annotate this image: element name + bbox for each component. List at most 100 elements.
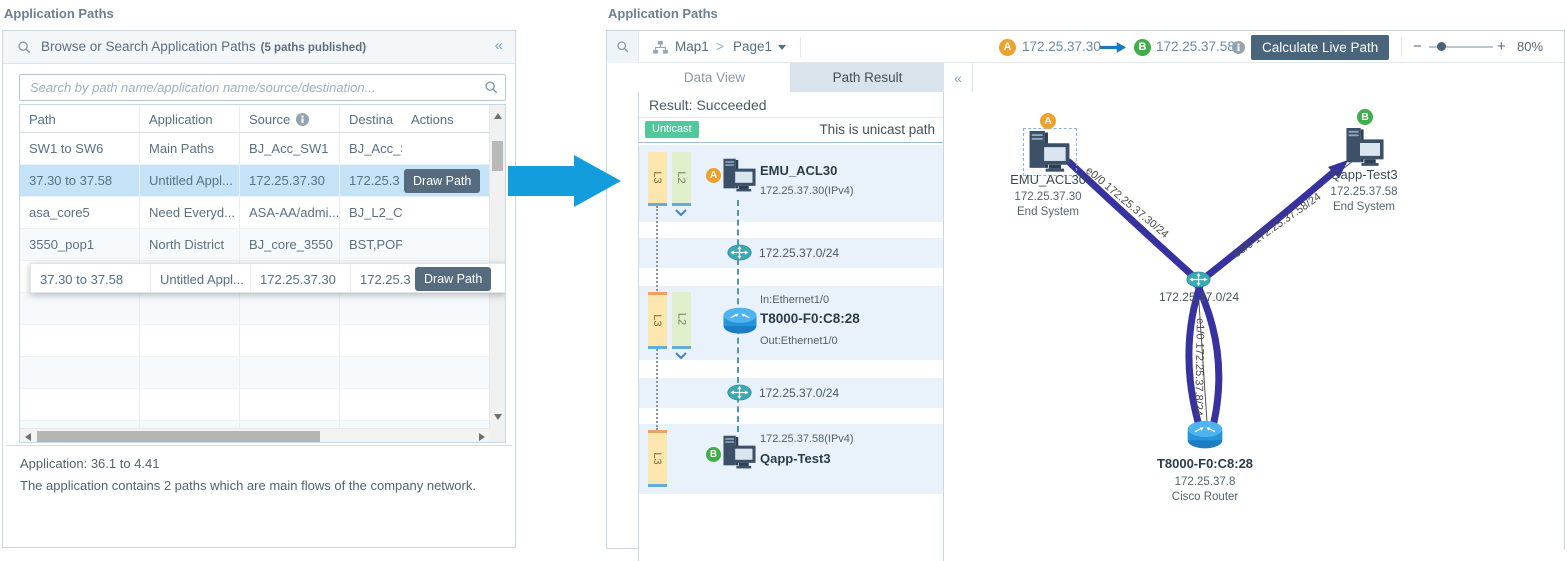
paths-table: Path Application Source Destina Actions … xyxy=(19,104,506,443)
hop-router[interactable]: L3 L2 In:Ethernet1/0 T8000-F0:C8:28 Out:… xyxy=(639,286,943,360)
layer-l3-badge[interactable]: L3 xyxy=(648,430,667,487)
layer-l2-badge[interactable]: L2 xyxy=(672,152,691,206)
table-row-selected[interactable]: 37.30 to 37.58 Untitled Appl... 172.25.3… xyxy=(20,165,491,197)
layer-l3-badge[interactable]: L3 xyxy=(648,292,667,349)
cell-destination[interactable]: BJ_L2_C xyxy=(349,205,402,220)
cell-application[interactable]: Untitled Appl... xyxy=(151,264,251,292)
divider xyxy=(800,37,801,57)
table-row-empty xyxy=(20,357,491,389)
search-icon xyxy=(17,40,32,55)
table-row[interactable]: SW1 to SW6 Main Paths BJ_Acc_SW1 BJ_Acc_… xyxy=(20,133,491,165)
topology-edges: e0/0 172.25.37.30/24 e0/0 172.25.37.58/2… xyxy=(1065,153,1363,426)
hop-endpoint-a[interactable]: L3 L2 A EMU_ACL30 172.25.37.30(IPv4) xyxy=(639,145,943,222)
cell-application[interactable]: Untitled Appl... xyxy=(140,165,240,196)
zoom-slider-knob[interactable] xyxy=(1437,42,1446,51)
topology-canvas[interactable]: e0/0 172.25.37.30/24 e0/0 172.25.37.58/2… xyxy=(944,92,1564,561)
table-header: Path Application Source Destina Actions xyxy=(20,105,491,133)
hop-device-name[interactable]: T8000-F0:C8:28 xyxy=(760,311,860,326)
cell-actions xyxy=(402,133,491,164)
cell-source[interactable]: ASA-AA/admi... xyxy=(240,197,340,228)
cell-destination[interactable]: 172.25.3 xyxy=(349,173,400,188)
cell-path[interactable]: 37.30 to 37.58 xyxy=(20,165,140,196)
tab-data-view[interactable]: Data View xyxy=(639,63,791,93)
path-search-input[interactable] xyxy=(19,74,506,101)
search-icon[interactable] xyxy=(484,80,499,95)
info-icon[interactable] xyxy=(1232,41,1245,54)
column-header-path[interactable]: Path xyxy=(20,105,140,133)
scroll-right-icon[interactable] xyxy=(479,433,485,441)
cell-path[interactable]: 37.30 to 37.58 xyxy=(31,264,151,292)
hop-network[interactable]: 172.25.37.0/24 xyxy=(639,238,943,268)
chevron-down-icon[interactable] xyxy=(778,45,786,50)
network-cloud-icon[interactable] xyxy=(1186,271,1211,288)
column-header-application[interactable]: Application xyxy=(140,105,240,133)
layer-l2-badge[interactable]: L2 xyxy=(672,292,691,349)
map-node-ip: 172.25.37.58 xyxy=(1330,186,1398,198)
end-system-icon[interactable] xyxy=(721,155,758,197)
scroll-left-icon[interactable] xyxy=(25,433,31,441)
draw-path-button[interactable]: Draw Path xyxy=(415,267,492,291)
cell-path[interactable]: 3550_pop1 xyxy=(20,229,140,260)
end-system-icon[interactable] xyxy=(1343,128,1387,168)
hop-network[interactable]: 172.25.37.0/24 xyxy=(639,378,943,408)
collapse-left-panel-button[interactable]: « xyxy=(494,37,503,54)
table-row[interactable]: asa_core5 Need Everyd... ASA-AA/admi... … xyxy=(20,197,491,229)
table-row-empty xyxy=(20,293,491,325)
vertical-scroll-thumb[interactable] xyxy=(492,141,503,171)
calculate-live-path-button[interactable]: Calculate Live Path xyxy=(1251,35,1390,60)
horizontal-scroll-thumb[interactable] xyxy=(37,431,320,442)
breadcrumb-page-name[interactable]: Page1 xyxy=(733,39,773,54)
map-node-name: T8000-F0:C8:28 xyxy=(1156,456,1254,471)
column-header-destination[interactable]: Destina xyxy=(349,111,394,127)
zoom-out-button[interactable]: − xyxy=(1413,38,1422,55)
cell-source[interactable]: BJ_Acc_SW1 xyxy=(240,133,340,164)
endpoint-b-badge: B xyxy=(706,447,721,462)
cell-destination[interactable]: BJ_Acc_S xyxy=(349,141,402,156)
destination-endpoint-badge: B xyxy=(1134,39,1151,56)
network-cloud-icon[interactable] xyxy=(727,244,752,261)
cell-source[interactable]: BJ_core_3550 xyxy=(240,229,340,260)
map-endpoint-a-badge: A xyxy=(1040,113,1056,129)
breadcrumb-map-name[interactable]: Map1 xyxy=(675,39,709,54)
chevron-down-icon[interactable] xyxy=(675,209,687,216)
map-search-button[interactable] xyxy=(607,31,639,63)
map-node-type: End System xyxy=(1017,206,1079,218)
hop-device-ip: 172.25.37.58(IPv4) xyxy=(760,433,854,445)
end-system-icon[interactable] xyxy=(721,432,758,474)
hop-device-name[interactable]: Qapp-Test3 xyxy=(760,451,831,466)
zoom-slider[interactable] xyxy=(1429,46,1493,48)
cell-application[interactable]: Main Paths xyxy=(140,133,240,164)
network-cloud-icon[interactable] xyxy=(727,384,752,401)
cell-path[interactable]: SW1 to SW6 xyxy=(20,133,140,164)
info-icon[interactable] xyxy=(296,113,309,126)
horizontal-scrollbar[interactable] xyxy=(20,428,491,442)
cell-destination[interactable]: BST,POP xyxy=(349,237,402,252)
drag-ghost-row[interactable]: 37.30 to 37.58 Untitled Appl... 172.25.3… xyxy=(30,263,505,293)
map-endpoint-b-badge: B xyxy=(1357,109,1373,125)
column-header-source[interactable]: Source xyxy=(240,105,340,133)
collapse-result-pane-button[interactable]: « xyxy=(944,63,973,93)
end-system-icon[interactable] xyxy=(1026,131,1073,174)
cell-application[interactable]: North District xyxy=(140,229,240,260)
divider xyxy=(1401,37,1402,57)
router-icon[interactable] xyxy=(721,306,759,336)
hop-device-name[interactable]: EMU_ACL30 xyxy=(760,163,838,178)
router-icon[interactable] xyxy=(1185,418,1225,452)
cell-destination[interactable]: 172.25.3 xyxy=(360,272,411,287)
chevron-down-icon[interactable] xyxy=(675,352,687,359)
layer-l3-badge[interactable]: L3 xyxy=(648,152,667,206)
tab-path-result[interactable]: Path Result xyxy=(791,63,944,93)
cell-application[interactable]: Need Everyd... xyxy=(140,197,240,228)
scroll-up-icon[interactable] xyxy=(494,113,502,119)
scroll-down-icon[interactable] xyxy=(494,414,502,420)
map-node-name: Qapp-Test3 xyxy=(1330,167,1398,182)
cell-path[interactable]: asa_core5 xyxy=(20,197,140,228)
hop-endpoint-b[interactable]: L3 B 172.25.37.58(IPv4) Qapp-Test3 xyxy=(639,424,943,494)
draw-path-button[interactable]: Draw Path xyxy=(404,169,481,193)
cell-source[interactable]: 172.25.37.30 xyxy=(240,165,340,196)
cell-source[interactable]: 172.25.37.30 xyxy=(251,264,351,292)
table-row[interactable]: 3550_pop1 North District BJ_core_3550 BS… xyxy=(20,229,491,261)
map-node-ip: 172.25.37.30 xyxy=(1014,191,1082,203)
arrow-right-icon xyxy=(1099,40,1127,55)
zoom-in-button[interactable]: + xyxy=(1497,38,1506,55)
